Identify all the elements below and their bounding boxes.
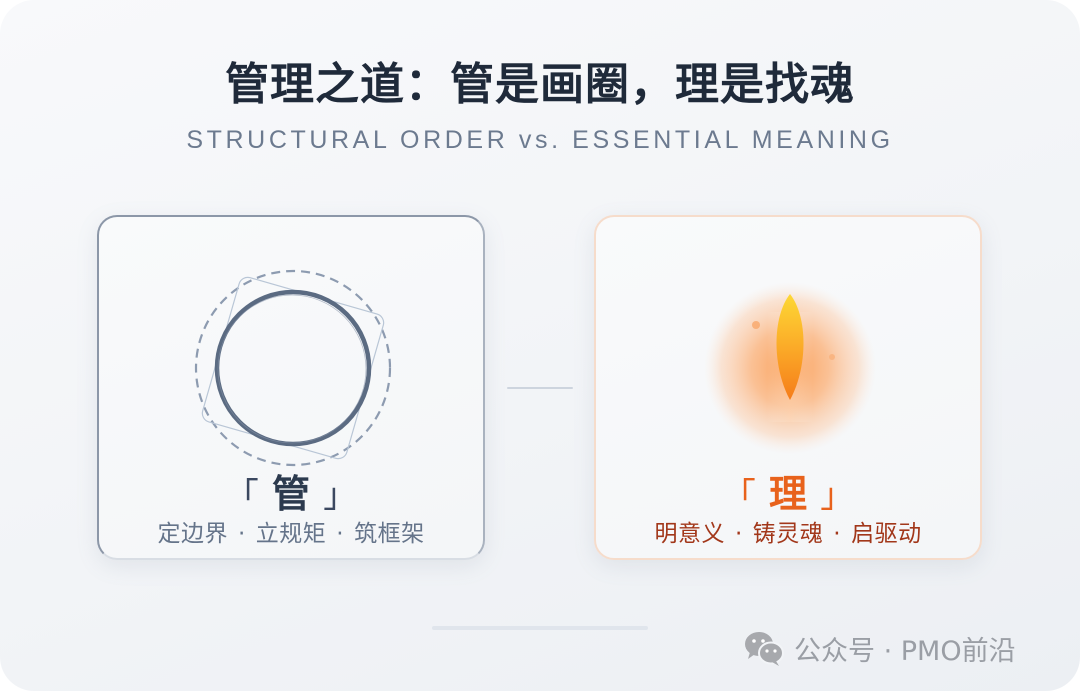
tag: 明意义 [654, 521, 725, 547]
open-bracket: 「 [224, 476, 259, 516]
close-bracket: 」 [323, 476, 358, 516]
separator-dot: · [336, 521, 345, 547]
card-li: 「 理 」 明意义 · 铸灵魂 · 启驱动 [594, 215, 982, 560]
separator-dot: · [833, 521, 842, 547]
glyph-guan: 「 管 」 [99, 472, 483, 518]
connector-line [507, 387, 573, 389]
tag: 启驱动 [851, 521, 922, 547]
watermark: 公众号 · PMO前沿 [742, 628, 1016, 668]
open-bracket: 「 [721, 476, 756, 516]
separator-dot: · [734, 521, 743, 547]
card-guan: 「 管 」 定边界 · 立规矩 · 筑框架 [97, 215, 485, 560]
glyph-char: 理 [768, 471, 807, 516]
watermark-label: 公众号 · PMO前沿 [794, 635, 1016, 667]
bottom-divider [432, 626, 648, 630]
tags-li: 明意义 · 铸灵魂 · 启驱动 [596, 519, 980, 549]
flame-glow-icon [704, 282, 876, 454]
close-bracket: 」 [820, 476, 855, 516]
tag: 筑框架 [354, 521, 425, 547]
glyph-li: 「 理 」 [596, 472, 980, 518]
separator-dot: · [237, 521, 246, 547]
glyph-char: 管 [271, 471, 310, 516]
tag: 立规矩 [255, 521, 327, 547]
tags-guan: 定边界 · 立规矩 · 筑框架 [99, 519, 483, 549]
tag: 定边界 [157, 521, 228, 547]
tag: 铸灵魂 [752, 521, 824, 547]
page-subtitle: STRUCTURAL ORDER vs. ESSENTIAL MEANING [186, 126, 894, 154]
wechat-icon [745, 632, 784, 666]
page-title: 管理之道：管是画圈，理是找魂 [225, 59, 855, 110]
circle-boundary-icon [194, 269, 392, 467]
